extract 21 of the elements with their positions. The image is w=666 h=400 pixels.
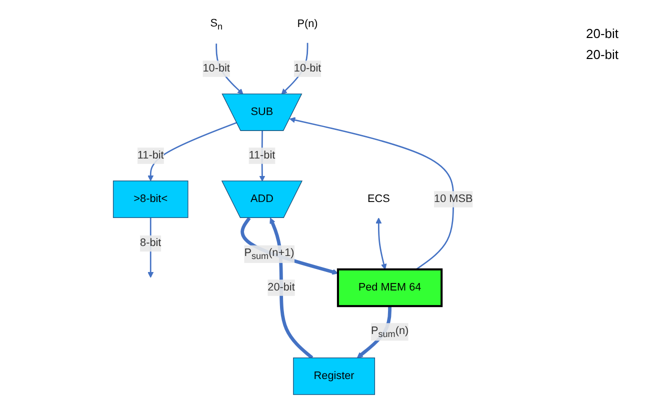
edge-label: P$_{sum}$(n) (370, 325, 409, 339)
edge-label: 10-bit (294, 62, 322, 74)
edge-label: 8-bit (140, 237, 162, 249)
node-box: Register (293, 358, 376, 395)
arrow (376, 218, 387, 270)
edge-label: 11-bit (248, 150, 276, 162)
arrow (289, 117, 454, 270)
edge-label: 20-bit (268, 282, 295, 294)
node-box: Ped MEM 64 (336, 268, 443, 308)
bit-width-label: 20-bit (586, 47, 620, 62)
node-text: S$_{n}$ (210, 18, 222, 32)
node-box: >8-bit< (112, 180, 188, 218)
node-text: ECS (367, 193, 390, 205)
arrow (240, 216, 338, 275)
edge-label: 10 MSB (434, 193, 473, 205)
edge-label: 10-bit (202, 62, 230, 74)
bit-width-label: 20-bit (586, 26, 620, 41)
edge-label: 11-bit (137, 150, 164, 162)
node-text: P(n) (297, 18, 318, 30)
edge-label: P$_{sum}$(n+1) (244, 247, 294, 262)
arrow (148, 122, 237, 182)
